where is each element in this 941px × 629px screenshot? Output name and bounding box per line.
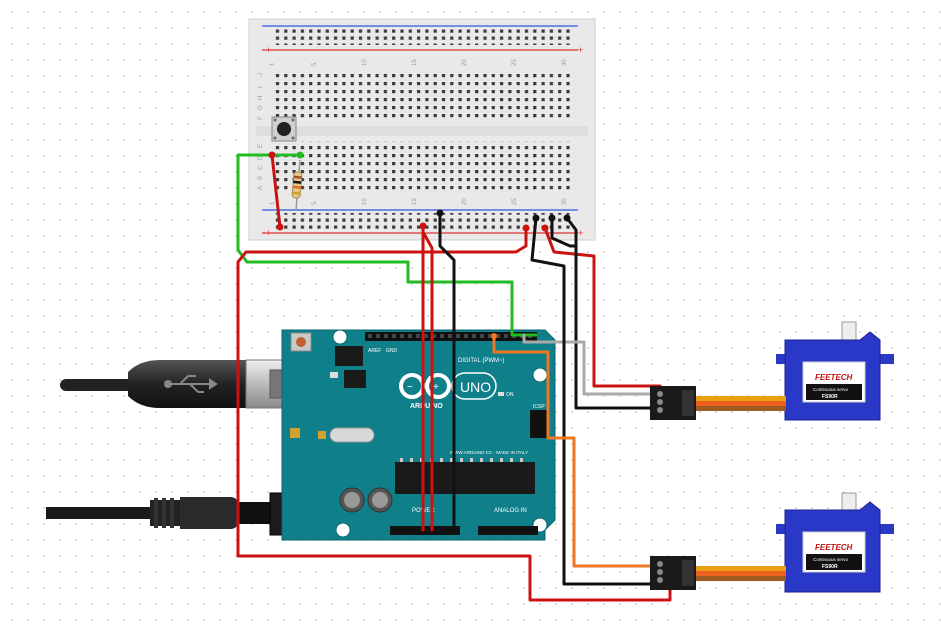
column-number: 30 bbox=[562, 59, 568, 66]
digital-label: DIGITAL (PWM~) bbox=[458, 358, 505, 364]
row-letter: C bbox=[258, 165, 264, 170]
power-header bbox=[390, 526, 460, 535]
row-letter: G bbox=[258, 105, 264, 110]
row-letter: D bbox=[258, 155, 264, 160]
column-number: 15 bbox=[412, 198, 418, 205]
wire-red bbox=[421, 230, 434, 532]
servo-brand: FEETECH bbox=[815, 373, 853, 382]
push-button[interactable] bbox=[271, 116, 297, 142]
terminal-block-lower bbox=[274, 141, 574, 193]
column-number: 1 bbox=[270, 62, 276, 66]
wire-red bbox=[236, 230, 672, 602]
gnd-label: GND bbox=[386, 348, 398, 354]
column-number: 15 bbox=[412, 59, 418, 66]
servo-2: FEETECH Continuous servo FS90R bbox=[776, 492, 894, 593]
analog-label: ANALOG IN bbox=[494, 508, 527, 514]
url-label: WWW.ARDUINO.CC - MADE IN ITALY bbox=[450, 450, 528, 455]
crystal bbox=[329, 427, 375, 443]
arduino-uno-board: AREF GND DIGITAL (PWM~) − + UNO ARDUINO … bbox=[281, 329, 556, 541]
resistor bbox=[291, 159, 303, 211]
column-number: 10 bbox=[362, 59, 368, 66]
analog-header bbox=[478, 526, 538, 535]
row-letter: H bbox=[258, 96, 264, 100]
row-letter: E bbox=[258, 144, 264, 148]
rail-plus-label: + bbox=[578, 45, 583, 55]
power-rail-top bbox=[274, 29, 574, 45]
column-number: 5 bbox=[312, 62, 318, 66]
wire-red bbox=[270, 153, 282, 229]
wire-gray bbox=[522, 333, 662, 396]
wire-green bbox=[236, 153, 538, 337]
wire-red bbox=[543, 226, 662, 388]
column-number: 10 bbox=[362, 198, 368, 205]
usb-icon bbox=[164, 375, 218, 393]
servo-brand: FEETECH bbox=[815, 543, 853, 552]
atmega-chip bbox=[395, 462, 535, 494]
icsp-label: ICSP bbox=[533, 404, 545, 410]
column-number: 1 bbox=[270, 201, 276, 205]
row-letter: I bbox=[258, 86, 264, 88]
row-letter: J bbox=[258, 73, 264, 76]
servo-1-connector bbox=[650, 386, 696, 420]
column-number: 25 bbox=[512, 198, 518, 205]
servo-2-connector bbox=[650, 556, 696, 590]
usb-cable bbox=[60, 359, 309, 409]
wire-black bbox=[530, 216, 664, 586]
breadboard: + + + + J I H G F E D C B A 1 5 10 15 20… bbox=[248, 18, 596, 241]
terminal-block-upper bbox=[274, 70, 574, 122]
capacitor bbox=[339, 487, 365, 513]
servo-model: FS90R bbox=[822, 394, 838, 400]
row-letter: B bbox=[258, 176, 264, 180]
column-number: 5 bbox=[312, 201, 318, 205]
mounting-hole bbox=[332, 329, 348, 345]
servo-1-lead bbox=[694, 396, 786, 411]
servo-1: FEETECH Continuous servo FS90R bbox=[776, 321, 894, 421]
mounting-hole bbox=[335, 522, 351, 538]
rail-plus-label: + bbox=[266, 45, 271, 55]
servo-model: FS90R bbox=[822, 564, 838, 570]
wire-black bbox=[565, 216, 578, 248]
capacitor bbox=[367, 487, 393, 513]
mounting-hole bbox=[532, 367, 548, 383]
aref-label: AREF bbox=[368, 348, 381, 354]
wire-black bbox=[438, 211, 456, 534]
column-number: 25 bbox=[512, 59, 518, 66]
rail-plus-label: + bbox=[266, 228, 271, 238]
center-channel bbox=[256, 126, 588, 136]
column-number: 20 bbox=[462, 59, 468, 66]
usb-chip bbox=[335, 346, 363, 366]
rail-plus-label: + bbox=[578, 228, 583, 238]
power-rail-bottom bbox=[274, 213, 574, 229]
icsp-header bbox=[530, 410, 548, 438]
wire-black bbox=[550, 216, 662, 410]
servo-2-lead bbox=[694, 566, 786, 581]
uno-label: UNO bbox=[460, 379, 491, 395]
servo-description: Continuous servo bbox=[813, 387, 849, 392]
servo-description: Continuous servo bbox=[813, 557, 849, 562]
column-number: 30 bbox=[562, 198, 568, 205]
wire-endpoints bbox=[268, 151, 571, 339]
wire-orange bbox=[492, 334, 664, 568]
arduino-brand-label: ARDUINO bbox=[410, 403, 443, 410]
svg-text:+: + bbox=[433, 382, 439, 393]
row-letter: F bbox=[258, 116, 264, 120]
column-number: 20 bbox=[462, 198, 468, 205]
on-label: ON bbox=[506, 392, 514, 398]
svg-text:−: − bbox=[407, 382, 413, 393]
row-letter: A bbox=[258, 186, 264, 190]
